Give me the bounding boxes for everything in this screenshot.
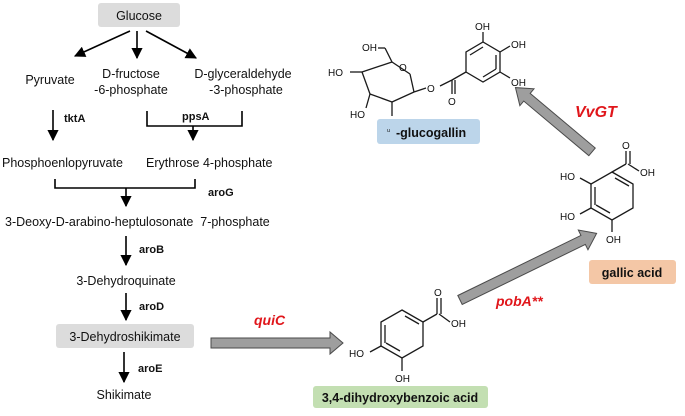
shikimate-label: Shikimate [97, 388, 152, 402]
pca-ho-atom: HO [349, 349, 364, 360]
dhq-label: 3-Dehydroquinate [76, 274, 175, 288]
gallic-structure: O OH HO HO OH [560, 141, 655, 246]
pca-oh2-atom: OH [395, 374, 410, 385]
gallic-ho-top-atom: HO [560, 172, 575, 183]
glucose-box [98, 3, 180, 27]
dhs-box [56, 324, 194, 348]
aroB-label: aroB [139, 244, 164, 256]
glucogallin-prefix: ᵘ [387, 127, 390, 136]
tktA-label: tktA [64, 113, 85, 125]
g3p-label-1: D-glyceraldehyde [194, 67, 291, 81]
gallic-o-atom: O [622, 141, 630, 152]
gg-oh-lower-atom: OH [511, 78, 526, 89]
vvgt-block-arrow [514, 87, 596, 157]
aroG-bracket [54, 179, 196, 189]
arrow-glucose-g3p [145, 30, 197, 59]
f6p-label-1: D-fructose [102, 67, 160, 81]
gallic-ho-bottom-atom: HO [560, 212, 575, 223]
ppsA-bracket [146, 111, 243, 127]
gallic-box [589, 260, 676, 284]
aroD-label: aroD [139, 301, 164, 313]
pca-o-atom: O [434, 288, 442, 299]
carbonyl-o-atom: O [448, 97, 456, 108]
gg-oh-right-atom: OH [511, 40, 526, 51]
glc-ho-bottom-atom: HO [350, 110, 365, 121]
glc-ring-o-atom: O [399, 63, 407, 74]
gallic-oh-bottom-atom: OH [606, 235, 621, 246]
vvgt-label: VvGT [575, 104, 618, 121]
arrow-glucose-pyruvate [73, 30, 131, 57]
glucose-label: Glucose [116, 9, 162, 23]
glc-oh-top-atom: OH [362, 43, 377, 54]
pobA-block-arrow [457, 229, 598, 306]
pyruvate-label: Pyruvate [25, 73, 74, 87]
dhs-label: 3-Dehydroshikimate [69, 330, 180, 344]
gg-oh-top-atom: OH [475, 22, 490, 33]
g3p-label-2: -3-phosphate [209, 83, 283, 97]
glc-ho-left-atom: HO [328, 68, 343, 79]
pca-label: 3,4-dihydroxybenzoic acid [322, 391, 478, 405]
gallic-oh-atom: OH [640, 168, 655, 179]
quiC-block-arrow [210, 330, 344, 356]
pobA-label: pobA** [495, 293, 543, 309]
glucogallin-label: -glucogallin [396, 126, 466, 140]
quiC-label: quiC [254, 312, 286, 328]
pca-oh-atom: OH [451, 319, 466, 330]
ester-o-atom: O [427, 84, 435, 95]
pca-structure: O OH HO OH [349, 288, 466, 385]
e4p-label: Erythrose 4-phosphate [146, 156, 273, 170]
glucogallin-structure: OH O HO HO OH O O OH OH OH [328, 22, 526, 129]
dahp-label: 3-Deoxy-D-arabino-heptulosonate 7-phosph… [5, 215, 270, 229]
gallic-label: gallic acid [602, 266, 662, 280]
ppsA-label: ppsA [182, 111, 210, 123]
glucogallin-box [377, 119, 480, 144]
pca-box [313, 386, 488, 408]
aroG-label: aroG [208, 187, 234, 199]
f6p-label-2: -6-phosphate [94, 83, 168, 97]
aroE-label: aroE [138, 363, 162, 375]
pep-label: Phosphoenlopyruvate [2, 156, 123, 170]
